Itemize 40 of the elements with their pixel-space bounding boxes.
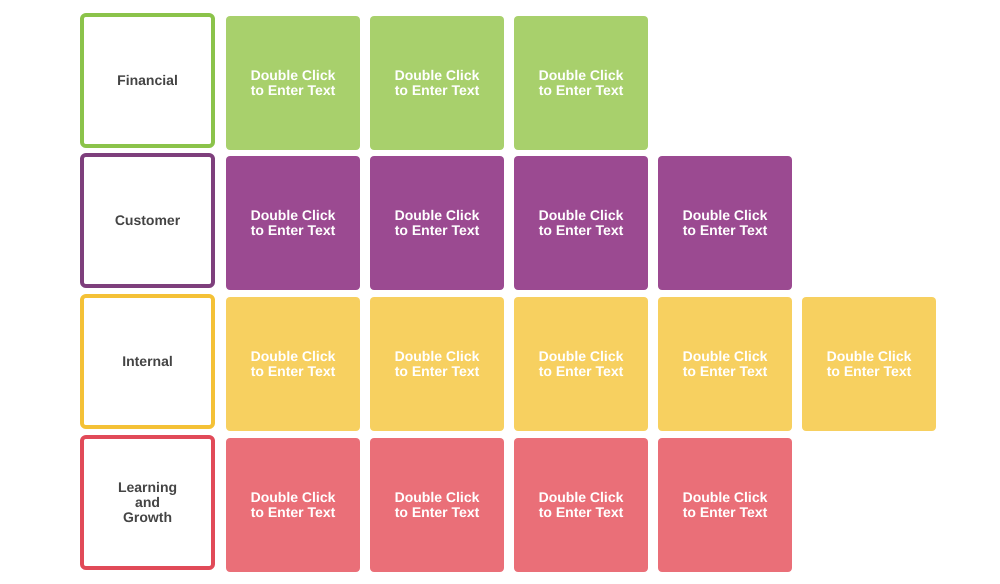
content-card [370,438,504,572]
content-card [226,156,360,290]
placeholder-text: Double Click to Enter Text [682,208,768,238]
placeholder-text: Double Click to Enter Text [682,490,768,520]
placeholder-text: Double Click to Enter Text [394,208,480,238]
content-card [226,438,360,572]
placeholder-text: Double Click to Enter Text [826,348,912,380]
content-card [514,156,648,290]
placeholder-text: Double Click to Enter Text [538,490,624,520]
content-card [802,297,936,431]
placeholder-text: Double Click to Enter Text [394,348,480,380]
placeholder-text: Double Click to Enter Text [538,348,624,380]
content-card [370,297,504,431]
placeholder-text: Double Click to Enter Text [394,490,480,520]
category-box [80,13,215,148]
placeholder-text: Double Click to Enter Text [538,68,624,98]
content-card [370,156,504,290]
content-card [370,16,504,150]
content-card [658,438,792,572]
content-card [226,16,360,150]
content-card [514,16,648,150]
placeholder-text: Double Click to Enter Text [250,208,336,238]
category-label: Internal [121,354,174,369]
placeholder-text: Double Click to Enter Text [250,68,336,98]
category-label: Financial [116,73,179,88]
content-card [514,438,648,572]
content-card [658,156,792,290]
category-box [80,153,215,288]
placeholder-text: Double Click to Enter Text [250,348,336,380]
category-box [80,294,215,429]
placeholder-text: Double Click to Enter Text [538,208,624,238]
content-card [658,297,792,431]
content-card [514,297,648,431]
category-box [80,435,215,570]
content-card [226,297,360,431]
placeholder-text: Double Click to Enter Text [394,68,480,98]
placeholder-text: Double Click to Enter Text [250,490,336,520]
category-label: Customer [114,213,182,228]
category-label: Learning and Growth [116,480,178,525]
placeholder-text: Double Click to Enter Text [682,348,768,380]
